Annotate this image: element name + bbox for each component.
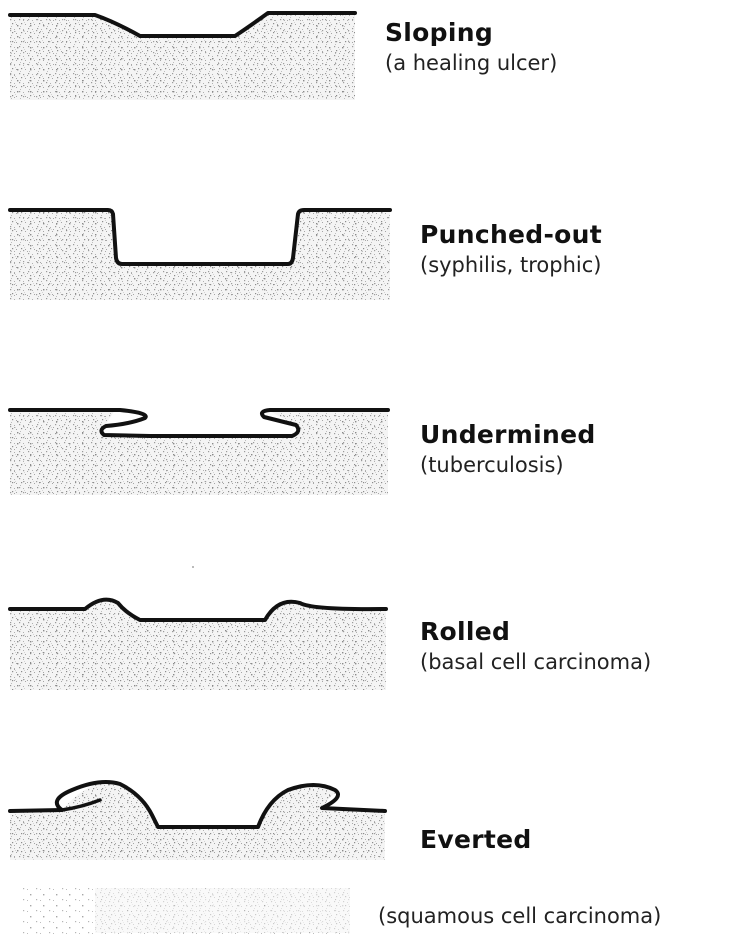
label-punched-out: Punched-out (syphilis, trophic) bbox=[420, 220, 602, 280]
label-sloping: Sloping (a healing ulcer) bbox=[385, 18, 557, 78]
rolled-tissue-dots bbox=[10, 600, 386, 690]
undermined-profile bbox=[10, 410, 388, 495]
rolled-profile bbox=[10, 600, 386, 690]
faded-tissue-strip bbox=[20, 885, 350, 935]
everted-profile bbox=[10, 782, 385, 860]
sloping-subtitle: (a healing ulcer) bbox=[385, 48, 557, 78]
sloping-tissue-dots bbox=[10, 13, 355, 100]
label-everted: Everted bbox=[420, 825, 532, 855]
label-everted-subtitle: (squamous cell carcinoma) bbox=[378, 901, 661, 931]
undermined-subtitle: (tuberculosis) bbox=[420, 450, 596, 480]
everted-title: Everted bbox=[420, 825, 532, 855]
label-undermined: Undermined (tuberculosis) bbox=[420, 420, 596, 480]
punched-out-profile bbox=[10, 210, 390, 300]
sloping-title: Sloping bbox=[385, 18, 557, 48]
punched-out-subtitle: (syphilis, trophic) bbox=[420, 250, 602, 280]
sloping-profile bbox=[10, 13, 355, 100]
undermined-tissue-dots bbox=[10, 410, 388, 495]
everted-subtitle: (squamous cell carcinoma) bbox=[378, 901, 661, 931]
punched-out-title: Punched-out bbox=[420, 220, 602, 250]
rolled-title: Rolled bbox=[420, 617, 651, 647]
label-rolled: Rolled (basal cell carcinoma) bbox=[420, 617, 651, 677]
rolled-subtitle: (basal cell carcinoma) bbox=[420, 647, 651, 677]
undermined-title: Undermined bbox=[420, 420, 596, 450]
stray-mark bbox=[192, 566, 194, 568]
punched-out-tissue-dots bbox=[10, 210, 390, 300]
